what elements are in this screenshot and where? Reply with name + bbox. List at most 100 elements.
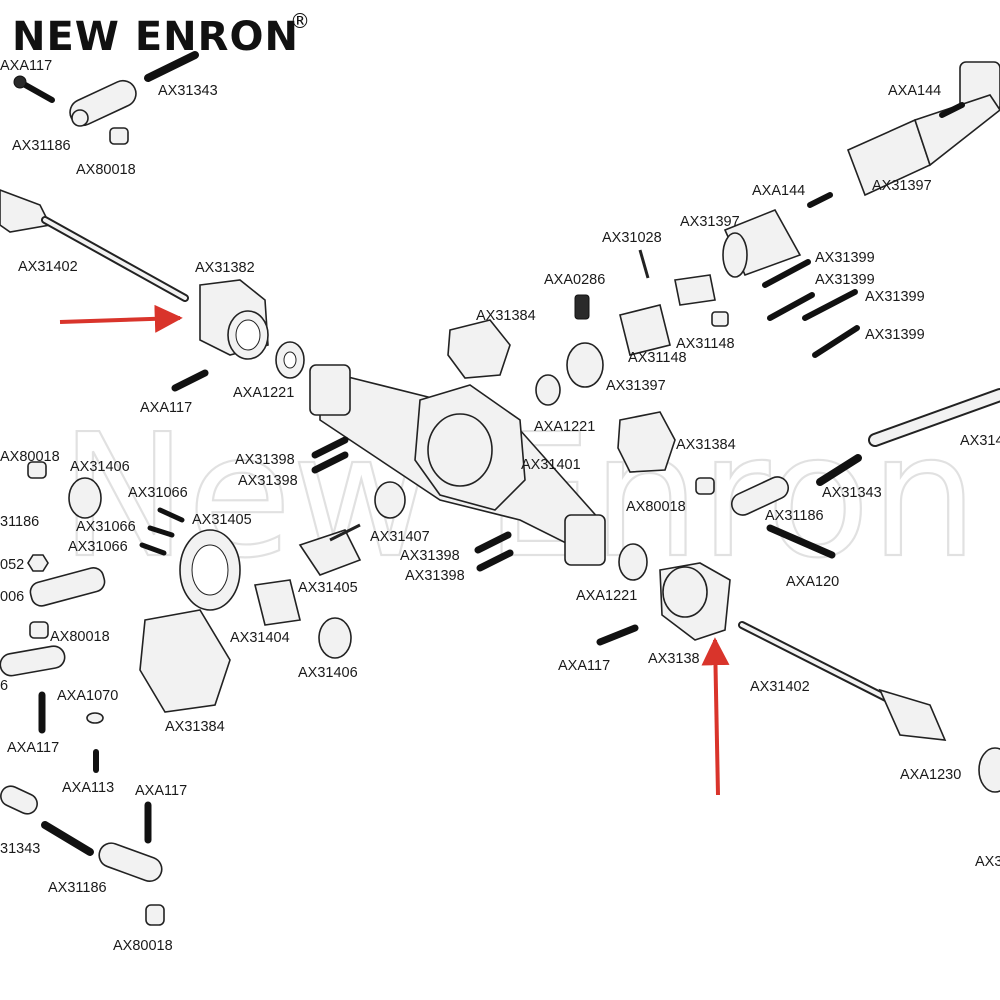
rod-end-top: [69, 79, 137, 127]
part-label: AX31148: [628, 350, 687, 366]
part-label: AX31405: [298, 580, 358, 596]
part-label: 052: [0, 557, 24, 573]
part-label: AX31066: [128, 485, 188, 501]
part-label: AX80018: [113, 938, 173, 954]
nut-left: [27, 554, 49, 572]
turnbuckle-bottom: [0, 785, 94, 856]
screw-axa117-right: [596, 624, 639, 646]
part-label: AX31343: [158, 83, 218, 99]
part-label: AX31397: [680, 214, 740, 230]
coupler-sleeve: [722, 208, 802, 278]
part-label: AXA1221: [576, 588, 637, 604]
part-label: AX31399: [865, 289, 925, 305]
part-label: AX3: [975, 854, 1000, 870]
part-label: AX31186: [12, 138, 71, 154]
part-label: AX31186: [48, 880, 107, 896]
part-label: AX31384: [676, 437, 736, 453]
part-label: AX80018: [50, 629, 110, 645]
part-label: AX80018: [626, 499, 686, 515]
rod-end-lower-left: [0, 645, 66, 677]
part-label: AXA1221: [534, 419, 595, 435]
part-label: AX31398: [400, 548, 460, 564]
set-screw-axa0286: [574, 294, 590, 320]
part-label: AX31382: [195, 260, 255, 276]
part-label: AXA117: [558, 658, 610, 674]
part-label: AX31407: [370, 529, 430, 545]
part-label: AX31398: [405, 568, 465, 584]
part-label: AX31343: [822, 485, 882, 501]
part-label: AX31398: [238, 473, 298, 489]
registered-mark: ®: [290, 9, 310, 33]
pinion-gear: [298, 523, 362, 576]
red-arrow-right: [701, 637, 730, 796]
part-label: AX31405: [192, 512, 252, 528]
bearing-left: [275, 341, 305, 379]
part-label: AX31028: [602, 230, 662, 246]
part-label: AXA144: [888, 83, 941, 99]
bearing-axa1230: [978, 747, 1000, 793]
spline-shaft: [846, 94, 1000, 197]
driveshaft-right-top: [868, 388, 1000, 447]
screws-ax31066: [139, 507, 185, 556]
washer-axa1070: [86, 712, 104, 724]
knuckle-right: [659, 562, 731, 641]
axle-housing: [309, 364, 606, 566]
ring-gear: [179, 529, 241, 611]
part-label: AX80018: [76, 162, 136, 178]
part-label: AXA117: [0, 58, 52, 74]
diff-cover-top: [447, 319, 511, 379]
part-label: AX31404: [230, 630, 290, 646]
part-label: AX31402: [750, 679, 810, 695]
bearing-mid: [535, 374, 561, 406]
part-label: AX3138: [648, 651, 700, 667]
part-label: 31186: [0, 514, 39, 530]
part-label: AX31399: [865, 327, 925, 343]
part-label: AX31397: [606, 378, 666, 394]
part-label: AX31398: [235, 452, 295, 468]
part-label: AX31397: [872, 178, 932, 194]
screws-ax31399: [762, 259, 860, 358]
screw-top-left: [13, 75, 55, 103]
part-label: AX31384: [476, 308, 536, 324]
part-label: AXA117: [135, 783, 187, 799]
driveshaft-right: [738, 621, 947, 741]
pin-ax31028: [638, 249, 650, 279]
brand-logo: NEW ENRON: [12, 14, 299, 60]
part-label: AX3140: [960, 433, 1000, 449]
part-label: AXA113: [62, 780, 114, 796]
part-label: AXA1221: [233, 385, 294, 401]
part-label: AX31401: [521, 457, 581, 473]
bearing-right: [618, 543, 648, 581]
diff-carrier: [254, 579, 301, 626]
ball-ax80018-bottom: [145, 904, 165, 926]
part-label: 6: [0, 678, 8, 694]
part-label: AX31406: [70, 459, 130, 475]
driveshaft-left: [0, 189, 189, 302]
part-label: AX31402: [18, 259, 78, 275]
part-label: AXA0286: [544, 272, 605, 288]
coupler-ax31397: [566, 342, 604, 388]
outdrive-ax31148: [619, 274, 729, 356]
part-label: AX31066: [68, 539, 128, 555]
bearing-ax31407: [374, 481, 406, 519]
part-label: AX31066: [76, 519, 136, 535]
part-label: 31343: [0, 841, 40, 857]
ball-ax80018-left: [27, 461, 47, 479]
screw-axa117-left: [171, 369, 209, 392]
ball-right: [695, 477, 715, 495]
screw-axa120: [766, 524, 836, 559]
ball-top: [109, 127, 129, 145]
part-label: AX31384: [165, 719, 225, 735]
part-label: AXA1230: [900, 767, 961, 783]
bearing-ax31406-upper: [68, 477, 102, 519]
ball-ax80018-lower: [29, 621, 49, 639]
part-label: AX80018: [0, 449, 60, 465]
turnbuckle-right: [816, 454, 862, 486]
part-label: AXA120: [786, 574, 839, 590]
screw-axa144: [807, 102, 965, 208]
bearing-ax31406-lower: [318, 617, 352, 659]
part-label: AX31186: [765, 508, 824, 524]
part-label: AX31406: [298, 665, 358, 681]
